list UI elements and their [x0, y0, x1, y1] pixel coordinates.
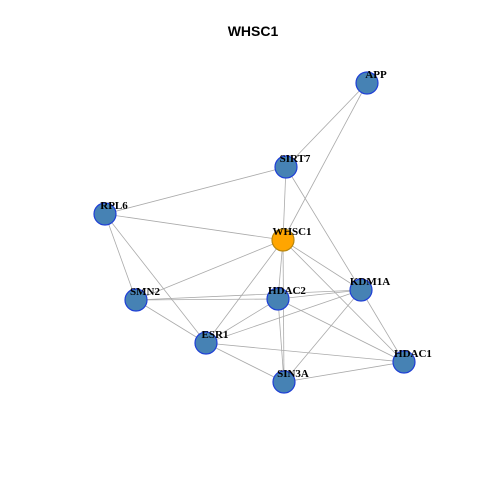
node-circle	[271, 228, 295, 252]
node-circle	[272, 370, 296, 394]
node-label: SIN3A	[277, 368, 309, 380]
node-label: HDAC1	[394, 348, 432, 360]
node-label: WHSC1	[272, 226, 311, 238]
node-circle	[266, 287, 290, 311]
edge-kdm1a-hdac1	[360, 289, 405, 363]
node-kdm1a: KDM1A	[349, 276, 390, 302]
edge-kdm1a-sin3a	[283, 289, 362, 383]
edge-rpl6-smn2	[104, 213, 137, 301]
edge-esr1-kdm1a	[205, 289, 362, 344]
node-label: RPL6	[100, 200, 128, 212]
node-rpl6: RPL6	[93, 200, 128, 226]
edge-esr1-hdac1	[205, 342, 405, 363]
edge-layer	[104, 82, 405, 383]
node-esr1: ESR1	[194, 329, 229, 355]
node-label: SIRT7	[280, 153, 311, 165]
node-circle	[349, 278, 373, 302]
node-circle	[392, 350, 416, 374]
graph-title: WHSC1	[228, 23, 279, 39]
node-circle	[194, 331, 218, 355]
node-label: ESR1	[202, 329, 229, 341]
node-label: SMN2	[130, 286, 160, 298]
edge-esr1-sin3a	[205, 342, 285, 383]
node-hdac1: HDAC1	[392, 348, 432, 374]
edge-sirt7-kdm1a	[285, 166, 362, 291]
edge-whsc1-smn2	[135, 239, 284, 301]
edge-whsc1-sin3a	[282, 239, 285, 383]
edge-app-whsc1	[282, 82, 368, 241]
node-circle	[93, 202, 117, 226]
node-label: APP	[365, 69, 387, 81]
node-hdac2: HDAC2	[266, 285, 306, 311]
edge-rpl6-esr1	[104, 213, 207, 344]
node-label: HDAC2	[268, 285, 306, 297]
edge-rpl6-whsc1	[104, 213, 284, 241]
edge-smn2-hdac2	[135, 298, 279, 301]
node-smn2: SMN2	[124, 286, 160, 312]
node-app: APP	[355, 69, 387, 95]
edge-whsc1-kdm1a	[282, 239, 362, 291]
edge-hdac2-kdm1a	[277, 289, 362, 300]
edge-smn2-esr1	[135, 299, 207, 344]
node-label: KDM1A	[350, 276, 390, 288]
edge-hdac2-esr1	[205, 298, 279, 344]
node-circle	[124, 288, 148, 312]
edge-sirt7-rpl6	[104, 166, 287, 215]
node-circle	[355, 71, 379, 95]
node-circle	[274, 155, 298, 179]
node-sin3a: SIN3A	[272, 368, 309, 394]
edge-whsc1-hdac1	[282, 239, 405, 363]
edge-sirt7-whsc1	[282, 166, 287, 241]
edge-whsc1-esr1	[205, 239, 284, 344]
edge-sin3a-hdac1	[283, 361, 405, 383]
edge-smn2-kdm1a	[135, 289, 362, 301]
edge-app-sirt7	[285, 82, 368, 168]
node-sirt7: SIRT7	[274, 153, 311, 179]
edge-hdac2-sin3a	[277, 298, 285, 383]
node-whsc1: WHSC1	[271, 226, 312, 252]
edge-hdac2-hdac1	[277, 298, 405, 363]
